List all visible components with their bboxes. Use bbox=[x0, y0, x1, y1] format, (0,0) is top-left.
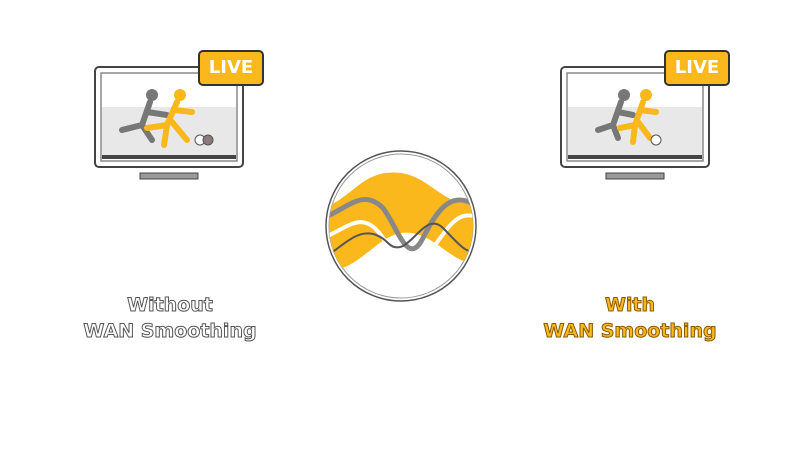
tv-icon bbox=[560, 66, 710, 180]
label-line1: Without bbox=[127, 294, 214, 317]
without-smoothing-label: Without WAN Smoothing bbox=[60, 292, 280, 344]
live-badge: LIVE bbox=[198, 50, 264, 86]
tv-without-smoothing: LIVE bbox=[92, 40, 264, 180]
tv-with-smoothing: LIVE bbox=[558, 40, 730, 180]
wan-smoothing-logo-icon bbox=[325, 150, 477, 302]
label-line2: WAN Smoothing bbox=[83, 320, 257, 343]
label-line2: WAN Smoothing bbox=[543, 320, 717, 343]
tv-icon bbox=[94, 66, 244, 180]
players-icon bbox=[595, 89, 662, 146]
players-icon bbox=[119, 89, 214, 148]
label-line1: With bbox=[604, 294, 656, 317]
live-badge: LIVE bbox=[664, 50, 730, 86]
with-smoothing-label: With WAN Smoothing bbox=[520, 292, 740, 344]
